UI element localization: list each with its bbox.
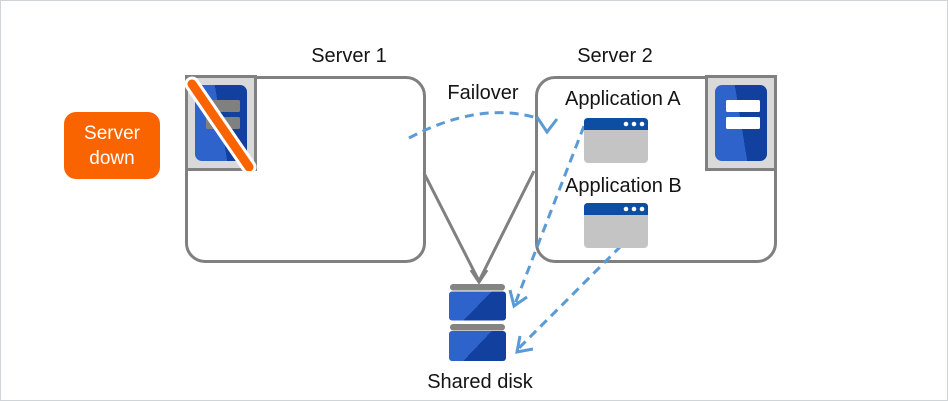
application-b-label: Application B [565, 175, 682, 197]
server1-label: Server 1 [311, 45, 387, 67]
server2-label: Server 2 [577, 45, 653, 67]
application-a-window-icon [584, 118, 648, 163]
application-b-window-icon [584, 203, 648, 248]
server-down-icon [185, 75, 257, 171]
server-up-icon [705, 75, 777, 171]
app-b-arrowhead-icon [515, 335, 534, 354]
server2-disk-line [477, 170, 536, 282]
server-down-badge: Server down [64, 112, 160, 179]
server-down-badge-label: Server down [84, 122, 140, 169]
app-a-arrowhead-icon [508, 289, 528, 309]
server1-disk-line [422, 172, 481, 282]
shared-disk-label: Shared disk [427, 371, 533, 393]
application-a-label: Application A [565, 88, 681, 110]
disk-arrowhead [469, 269, 489, 285]
shared-disk-icon [449, 284, 506, 361]
failover-arrow [408, 111, 538, 140]
failover-label: Failover [447, 82, 519, 104]
